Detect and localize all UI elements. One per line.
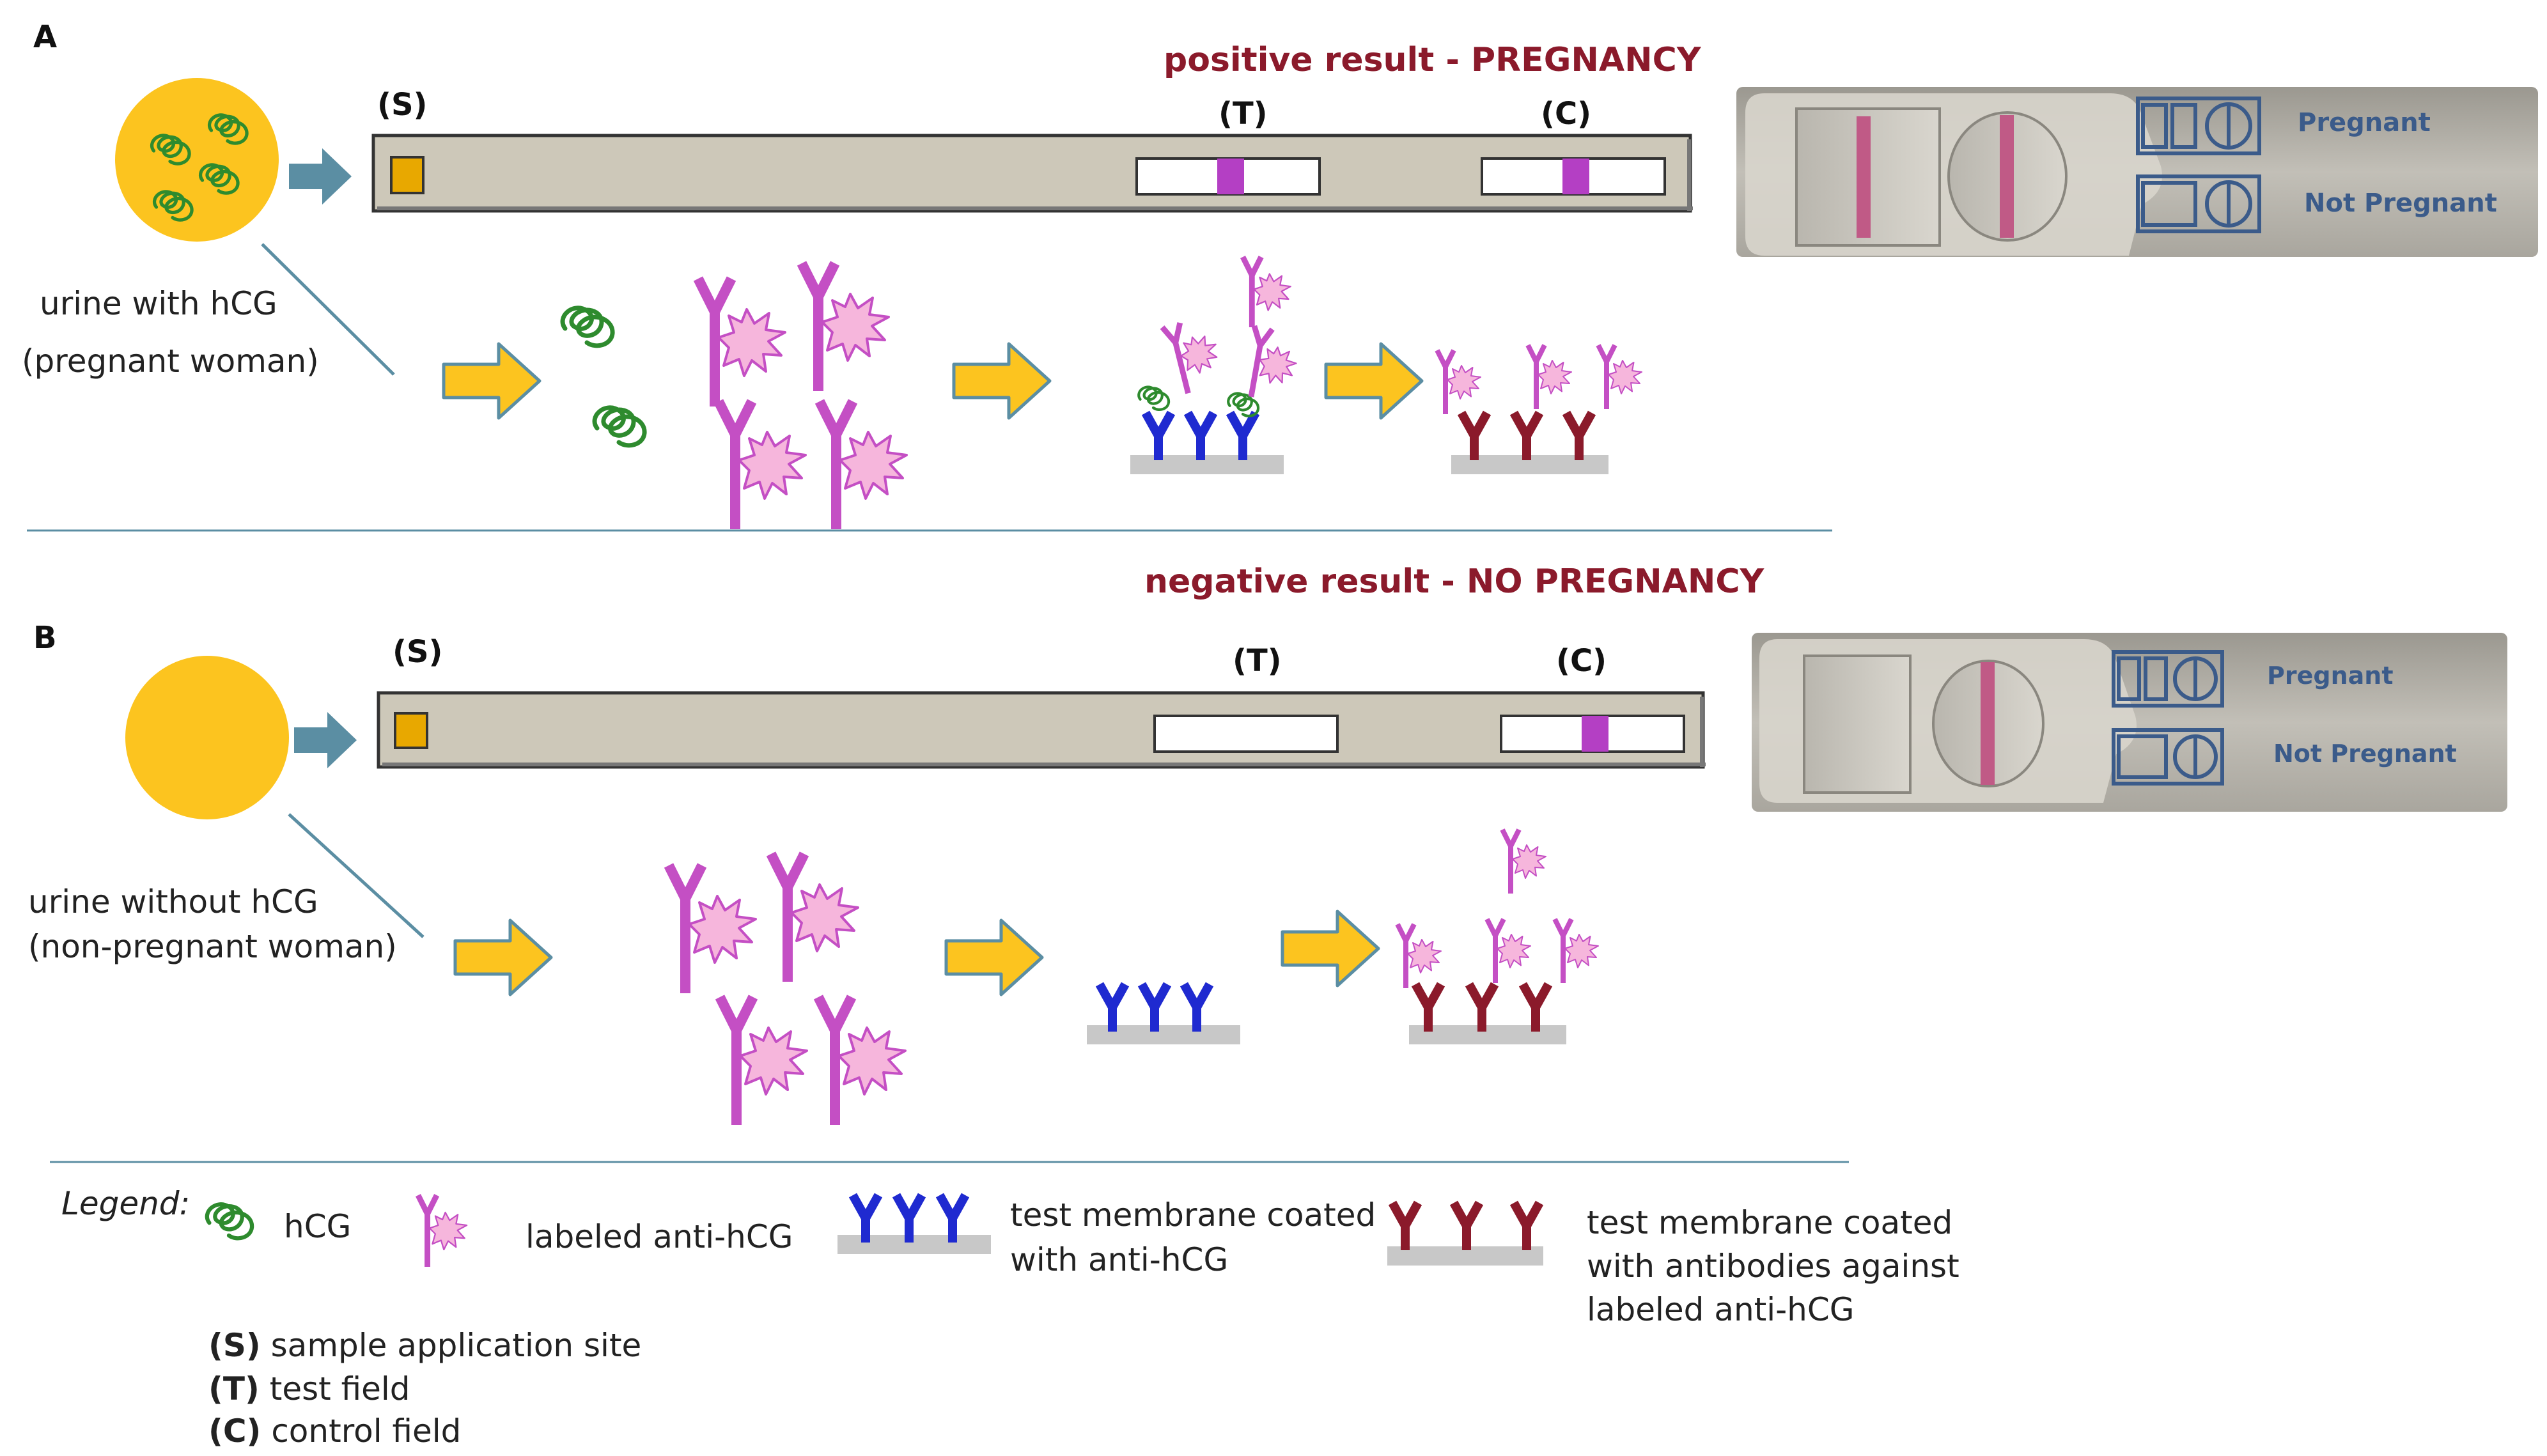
legend-test-membrane-line1: test membrane coated <box>1010 1197 1376 1234</box>
legend-def-c-key: (C) <box>208 1413 261 1450</box>
photo-not-pregnant-test-b <box>1752 633 2507 812</box>
legend-hcg-label: hCG <box>284 1208 352 1245</box>
label-t-b: (T) <box>1233 643 1282 679</box>
connector-line-a <box>261 243 395 376</box>
photo-label-not-pregnant-b: Not Pregnant <box>2273 740 2457 768</box>
control-membrane-b <box>1398 830 1598 1044</box>
legend-hcg-icon <box>207 1204 252 1238</box>
legend-control-membrane-line2: with antibodies against <box>1587 1248 1959 1285</box>
legend-def-t-key: (T) <box>208 1370 260 1407</box>
label-c-a: (C) <box>1541 96 1592 132</box>
test-strip-b <box>377 691 1705 769</box>
legend-test-membrane-icon <box>837 1195 991 1254</box>
sample-circle-b <box>125 656 289 819</box>
legend-def-t: (T) test field <box>208 1373 410 1405</box>
legend-def-s: (S) sample application site <box>208 1329 641 1361</box>
test-field-b <box>1153 715 1339 753</box>
photo-pregnant-test-a <box>1736 87 2538 257</box>
reaction-arrow-a3 <box>1326 344 1422 418</box>
label-s-a: (S) <box>377 87 428 123</box>
legend-def-t-text: test field <box>269 1370 410 1407</box>
sample-desc-b-line1: urine without hCG <box>28 883 318 920</box>
label-s-b: (S) <box>393 634 443 670</box>
photo-label-not-pregnant-a: Not Pregnant <box>2304 189 2497 218</box>
labeled-antibodies-b <box>669 854 905 1125</box>
label-c-b: (C) <box>1556 643 1607 679</box>
sample-desc-a-line1: urine with hCG <box>40 285 277 322</box>
legend-control-membrane-line3: labeled anti-hCG <box>1587 1291 1855 1328</box>
legend-control-membrane-line1: test membrane coated <box>1587 1204 1953 1241</box>
reaction-arrow-b3 <box>1282 911 1378 986</box>
sample-circle-a <box>115 78 279 242</box>
flow-arrow-b <box>294 712 357 768</box>
sample-pad-b <box>394 712 428 749</box>
reaction-arrow-b2 <box>946 920 1042 995</box>
legend-def-c-text: control field <box>271 1413 462 1450</box>
reaction-arrow-b1 <box>455 920 551 995</box>
legend-def-c: (C) control field <box>208 1415 461 1447</box>
test-membrane-b <box>1087 984 1240 1044</box>
hcg-free-a1 <box>563 308 612 346</box>
connector-line-b <box>288 813 424 938</box>
legend-labeled-antibody-icon <box>418 1195 467 1267</box>
labeled-antibodies-a <box>698 263 907 529</box>
panel-letter-b: B <box>33 620 57 656</box>
legend-test-membrane-line2: with anti-hCG <box>1010 1241 1229 1278</box>
control-line-a <box>1562 159 1589 194</box>
sample-pad-a <box>390 156 424 194</box>
panel-letter-a: A <box>33 19 58 55</box>
control-line-b <box>1582 716 1608 752</box>
legend-control-membrane-icon <box>1387 1203 1543 1266</box>
legend-labeled-label: labeled anti-hCG <box>526 1218 793 1255</box>
hcg-free-a2 <box>595 408 644 445</box>
control-membrane-a <box>1437 345 1642 474</box>
legend-def-s-text: sample application site <box>270 1327 642 1364</box>
flow-arrow-a <box>289 148 352 205</box>
photo-label-pregnant-a: Pregnant <box>2298 108 2431 137</box>
reaction-arrow-a1 <box>444 344 540 418</box>
sample-desc-b-line2: (non-pregnant woman) <box>28 928 397 965</box>
result-positive: positive result - PREGNANCY <box>1164 41 1701 79</box>
reaction-arrow-a2 <box>954 344 1050 418</box>
legend-def-s-key: (S) <box>208 1327 261 1364</box>
legend-title: Legend: <box>61 1185 191 1222</box>
photo-label-pregnant-b: Pregnant <box>2267 662 2394 690</box>
test-line-a <box>1217 159 1244 194</box>
test-membrane-a <box>1130 257 1302 474</box>
result-negative: negative result - NO PREGNANCY <box>1144 562 1764 601</box>
label-t-a: (T) <box>1219 96 1268 132</box>
sample-desc-a-line2: (pregnant woman) <box>22 343 319 380</box>
